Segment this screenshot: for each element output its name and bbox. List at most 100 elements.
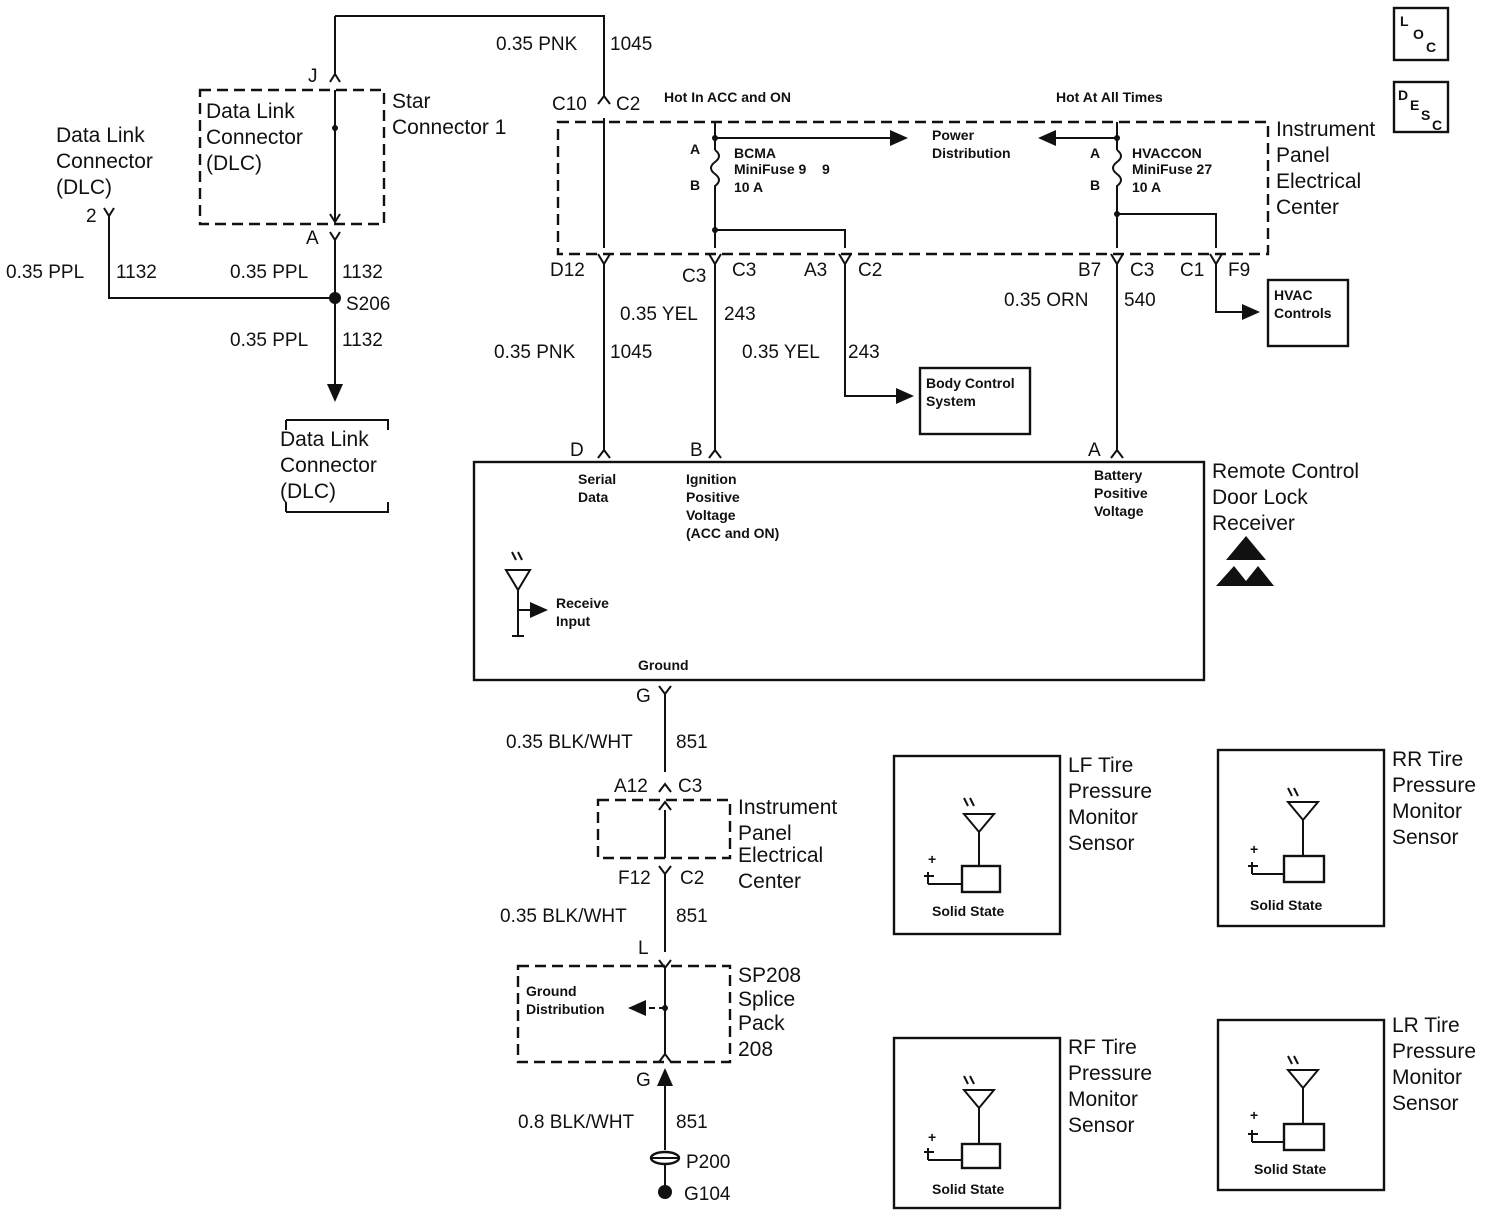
splice-pack-box [516, 964, 732, 1064]
circuit-label: 1045 [610, 342, 652, 363]
pin-l: L [638, 938, 649, 959]
dlc-left-wire [103, 207, 336, 299]
ipec2-title-line: Instrument [738, 796, 837, 819]
rf-sensor-title: RF Tire [1068, 1036, 1137, 1059]
ipec2-title-line: Panel [738, 822, 792, 845]
fuse2-b: B [1090, 177, 1100, 193]
splice-pack-title: SP208 Splice Pack 208 [738, 964, 801, 1061]
wire-size-label: 0.35 PNK [494, 342, 576, 363]
circuit-label: 851 [676, 1112, 708, 1133]
hvac-wire [1209, 253, 1258, 312]
yel-branch [715, 229, 846, 248]
ignition-line: Voltage [686, 507, 736, 523]
wire-size-label: 0.35 ORN [1004, 290, 1088, 311]
rr-sensor-title: Pressure [1392, 774, 1476, 797]
battery-line: Battery [1094, 467, 1142, 483]
fuse2-line: 10 A [1132, 179, 1161, 195]
dlc-bottom-line: Connector [280, 454, 377, 477]
ground-dist-line: Ground [526, 983, 577, 999]
serial-line: Serial [578, 471, 616, 487]
fuse2-line: HVACCON [1132, 145, 1202, 161]
lf-sensor: + Solid State LF Tire Pressure Monitor S… [892, 754, 1152, 936]
receive-line: Receive [556, 595, 609, 611]
splice-pack-line: 208 [738, 1038, 773, 1061]
rf-sensor-title: Monitor [1068, 1088, 1138, 1111]
ignition-line: Ignition [686, 471, 737, 487]
desc-letter: S [1421, 107, 1430, 123]
splice-pack-line: Splice [738, 988, 795, 1011]
ground-wire-1 [658, 685, 672, 772]
circuit-label: 851 [676, 906, 708, 927]
lf-sensor-box [892, 754, 1062, 936]
ipec-title-line: Instrument [1276, 118, 1375, 141]
antenna-icon [504, 551, 548, 637]
ground-dist-line: Distribution [526, 1001, 605, 1017]
circuit-label: 1132 [342, 330, 383, 351]
svg-text:+: + [1250, 1107, 1258, 1123]
wire-size-label: 0.35 BLK/WHT [506, 732, 633, 753]
wire-size-label: 0.35 BLK/WHT [500, 906, 627, 927]
receiver-title: Remote Control Door Lock Receiver [1212, 460, 1359, 535]
lf-sensor-state: Solid State [932, 903, 1005, 919]
circuit-label: 851 [676, 732, 708, 753]
splice-pack-line: Pack [738, 1012, 785, 1035]
circuit-label: 243 [848, 342, 880, 363]
fuse1-b: B [690, 177, 700, 193]
dlc-left-line: (DLC) [56, 176, 112, 199]
ground-g104-icon [658, 1185, 672, 1199]
body-control-line: Body Control [926, 375, 1015, 391]
rr-sensor-title: Monitor [1392, 800, 1462, 823]
ground-label: Ground [638, 657, 689, 673]
conn-c2: C2 [680, 868, 704, 889]
dlc-bottom-label: Data Link Connector (DLC) [280, 428, 377, 503]
loc-letter: O [1413, 26, 1424, 42]
pin-b7: B7 [1078, 260, 1101, 281]
splice-s206-dot [329, 292, 341, 304]
star-connector-title: Star Connector 1 [392, 90, 506, 139]
circuit-label: 1132 [116, 262, 157, 283]
hvac-controls-line: HVAC [1274, 287, 1313, 303]
dlc-left-line: Data Link [56, 124, 145, 147]
lr-sensor-title: LR Tire [1392, 1014, 1460, 1037]
rr-sensor-box [1216, 748, 1386, 928]
wire-size-label: 0.35 PNK [496, 34, 578, 55]
loc-icon: L O C [1392, 6, 1450, 62]
ipec2-title-line: Electrical [738, 844, 823, 867]
serial-line: Data [578, 489, 609, 505]
receiver-title-line: Door Lock [1212, 486, 1308, 509]
conn-c2: C2 [858, 260, 882, 281]
lf-sensor-title: Sensor [1068, 832, 1135, 855]
rf-sensor-box [892, 1036, 1062, 1210]
circuit-label: 1132 [342, 262, 383, 283]
circuit-label: 540 [1124, 290, 1156, 311]
rf-sensor-title: Sensor [1068, 1114, 1135, 1137]
circuit-label: 243 [724, 304, 756, 325]
lr-sensor-box [1216, 1018, 1386, 1192]
receiver-box [472, 460, 1206, 682]
lr-sensor-title: Pressure [1392, 1040, 1476, 1063]
fuse1-line: MiniFuse 9 [734, 161, 807, 177]
pin-c10: C10 [552, 94, 587, 115]
star-dlc-line: Data Link [206, 100, 295, 123]
lr-sensor-state: Solid State [1254, 1161, 1327, 1177]
fuse1-a: A [690, 141, 700, 157]
battery-line: Positive [1094, 485, 1148, 501]
rr-sensor-state: Solid State [1250, 897, 1323, 913]
fuse1-line: 10 A [734, 179, 763, 195]
ipec-title-line: Center [1276, 196, 1339, 219]
fuse2-a: A [1090, 145, 1100, 161]
wire-size-label: 0.35 YEL [742, 342, 820, 363]
bcma-fuse [710, 122, 720, 248]
receiver-title-line: Receiver [1212, 512, 1295, 535]
desc-letter: D [1398, 87, 1408, 103]
splice-pack-line: SP208 [738, 964, 801, 987]
star-title-line: Connector 1 [392, 116, 506, 139]
conn-c3: C3 [732, 260, 756, 281]
receive-line: Input [556, 613, 591, 629]
star-dlc-line: (DLC) [206, 152, 262, 175]
ipec2-title: Instrument Panel Electrical Center [738, 796, 837, 893]
dlc-bottom-line: Data Link [280, 428, 369, 451]
pin-g: G [636, 686, 651, 707]
star-internal-wire [329, 16, 341, 222]
